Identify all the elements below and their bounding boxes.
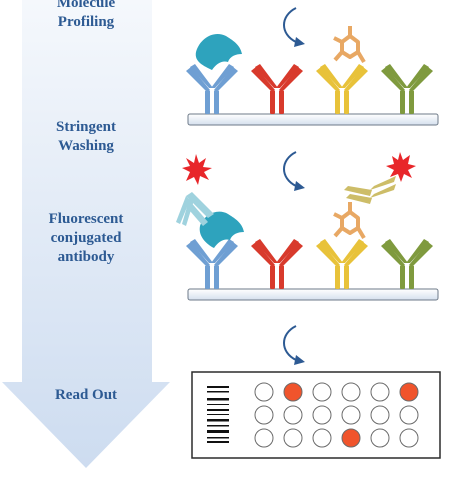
antibody-blue xyxy=(179,62,238,114)
detection-antibody xyxy=(176,192,214,226)
readout-spot-positive xyxy=(341,428,361,448)
step-label-line: Profiling xyxy=(57,14,115,30)
readout-spot xyxy=(312,405,332,425)
step-label-line: Read Out xyxy=(54,387,118,403)
antibody-yellow xyxy=(309,237,368,289)
antibody-red xyxy=(244,237,303,289)
readout-spot xyxy=(312,382,332,402)
workflow-arrow xyxy=(2,0,170,468)
curved-arrow-icon xyxy=(283,7,297,43)
antibody-blue xyxy=(179,237,238,289)
step-label-fluorescent-antibody: Fluorescent conjugated antibody xyxy=(0,210,172,267)
step-label-line: antibody xyxy=(57,249,115,265)
curved-arrow-icon xyxy=(283,325,297,361)
step-label-molecule-profiling: Molecule Profiling xyxy=(0,0,172,32)
step-label-line: Fluorescent xyxy=(48,211,124,227)
antibody-green xyxy=(374,237,433,289)
readout-spot xyxy=(399,428,419,448)
readout-spot-positive xyxy=(399,382,419,402)
orange-molecule xyxy=(333,26,366,64)
readout-spot xyxy=(312,428,332,448)
readout-grid xyxy=(254,382,419,448)
step-label-line: conjugated xyxy=(50,230,122,246)
fluorophore-star-icon xyxy=(182,154,212,185)
slide-2 xyxy=(187,288,439,301)
step-label-line: Stringent xyxy=(56,119,116,135)
fluorophore-star-icon xyxy=(386,152,416,182)
panel-molecule-profiling xyxy=(179,7,439,126)
readout-spot-positive xyxy=(283,382,303,402)
antibody-red xyxy=(244,62,303,114)
step-label-line: Molecule xyxy=(56,0,116,11)
readout-spot xyxy=(370,382,390,402)
panel-fluorescent-antibody xyxy=(176,151,439,301)
readout-spot xyxy=(341,405,361,425)
readout-spot xyxy=(341,382,361,402)
orange-molecule xyxy=(333,202,366,240)
panel-readout xyxy=(191,325,441,459)
readout-spot xyxy=(370,428,390,448)
readout-spot xyxy=(254,382,274,402)
readout-spot xyxy=(254,428,274,448)
antibody-green xyxy=(374,62,433,114)
antibody-yellow xyxy=(309,62,368,114)
antigen-blob xyxy=(195,33,242,70)
detection-antibody-2 xyxy=(344,176,396,204)
readout-spot xyxy=(370,405,390,425)
readout-spot xyxy=(283,405,303,425)
antigen-blob xyxy=(199,211,244,248)
readout-spot xyxy=(254,405,274,425)
step-label-line: Washing xyxy=(58,138,114,154)
barcode-icon xyxy=(207,386,229,443)
slide-1 xyxy=(187,113,439,126)
curved-arrow-icon xyxy=(283,151,297,187)
step-label-stringent-washing: Stringent Washing xyxy=(0,118,172,156)
readout-spot xyxy=(283,428,303,448)
readout-spot xyxy=(399,405,419,425)
step-label-read-out: Read Out xyxy=(0,386,172,405)
